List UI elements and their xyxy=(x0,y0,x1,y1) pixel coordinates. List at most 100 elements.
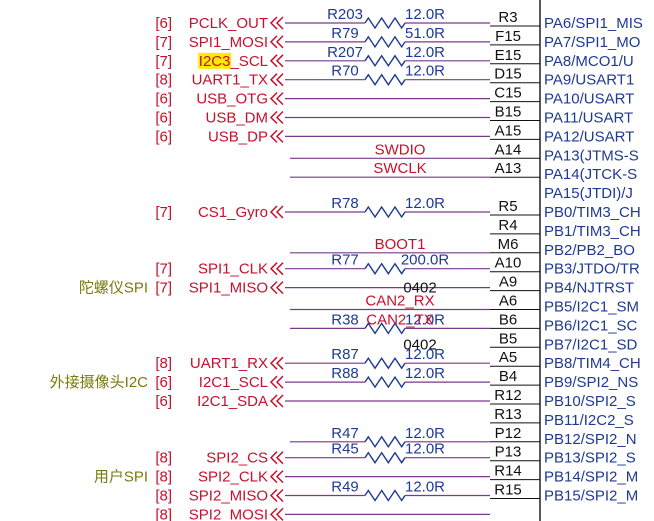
pin-number: R12 xyxy=(494,387,522,404)
pin-number: A15 xyxy=(495,122,522,139)
net-port-chevron-icon xyxy=(269,73,284,87)
resistor-designator: R77 xyxy=(331,252,359,269)
sheet-ref: [8] xyxy=(155,355,172,372)
port-name: PB14/SPI2_M xyxy=(544,469,638,486)
resistor-value: 200.0R xyxy=(401,252,450,269)
port-name: PA14(JTCK-S xyxy=(544,166,637,183)
port-name: PB5/I2C1_SM xyxy=(544,299,639,316)
net-port-chevron-icon xyxy=(269,356,284,370)
pin-number: A10 xyxy=(495,255,522,272)
sheet-ref: [6] xyxy=(155,128,172,145)
port-name: PB6/I2C1_SC xyxy=(544,317,638,334)
resistor-symbol xyxy=(364,35,406,49)
group-label: 陀螺仪SPI xyxy=(79,280,148,297)
pin-number: R3 xyxy=(498,9,517,26)
port-name: PA11/USART xyxy=(544,110,633,127)
resistor-symbol xyxy=(364,489,406,502)
port-name: PA12/USART xyxy=(544,128,634,145)
net-label: USB_DM xyxy=(205,110,268,127)
pin-number: B5 xyxy=(499,330,517,347)
sheet-ref: [7] xyxy=(155,34,172,51)
wire-net-label: SWDIO xyxy=(375,141,426,158)
wire-net-label: CAN2_RX xyxy=(365,293,434,310)
net-label: SPI1_MOSI xyxy=(189,34,268,51)
sheet-ref: [6] xyxy=(155,393,172,410)
net-port-chevron-icon xyxy=(269,35,284,49)
sheet-ref: [8] xyxy=(155,72,172,89)
pin-number: M6 xyxy=(498,236,519,253)
pin-number: A9 xyxy=(499,274,517,291)
pin-number: P13 xyxy=(495,444,522,461)
net-label: CS1_Gyro xyxy=(198,204,268,221)
resistor-designator: R49 xyxy=(331,479,359,496)
net-label: SPI1_CLK xyxy=(198,261,268,278)
wire-net-label: SWCLK xyxy=(373,160,426,177)
package-label: 0402 xyxy=(403,280,436,297)
port-name: PA8/MCO1/U xyxy=(544,53,634,70)
net-label: I2C1_SCL xyxy=(199,374,268,391)
pin-number: A5 xyxy=(499,349,517,366)
port-name: PA6/SPI1_MIS xyxy=(544,15,643,32)
net-label: I2C1_SDA xyxy=(197,393,268,410)
sheet-ref: [8] xyxy=(155,450,172,467)
resistor-value: 12.0R xyxy=(405,63,445,80)
resistor-symbol xyxy=(364,205,406,219)
port-name: PB11/I2C2_S xyxy=(544,412,634,429)
resistor-value: 12.0R xyxy=(405,6,445,23)
resistor-symbol xyxy=(364,73,406,86)
port-name: PB7/I2C1_SD xyxy=(544,336,638,353)
resistor-designator: R47 xyxy=(331,425,359,442)
port-name: PB13/SPI2_S xyxy=(544,450,636,467)
pin-number: E15 xyxy=(495,47,522,64)
sheet-ref: [7] xyxy=(155,53,172,70)
pin-number: B4 xyxy=(499,368,517,385)
net-label: SPI2_MOSI xyxy=(189,506,268,521)
wire-net-label: BOOT1 xyxy=(375,236,426,253)
resistor-designator: R45 xyxy=(331,441,359,458)
sheet-ref: [6] xyxy=(155,91,172,108)
sheet-ref: [8] xyxy=(155,469,172,486)
package-label: 0402 xyxy=(403,336,436,353)
sheet-ref: [6] xyxy=(155,15,172,32)
net-port-chevron-icon xyxy=(269,16,284,30)
sheet-ref: [7] xyxy=(155,204,172,221)
resistor-value: 12.0R xyxy=(405,365,445,382)
resistor-value: 51.0R xyxy=(405,25,445,42)
resistor-symbol xyxy=(364,322,406,335)
pin-number: B15 xyxy=(495,104,522,121)
net-label: SPI2_CLK xyxy=(198,469,268,486)
resistor-symbol xyxy=(364,356,406,370)
net-port-chevron-icon xyxy=(269,54,284,68)
pin-number: A14 xyxy=(495,141,522,158)
pin-number: F15 xyxy=(495,28,521,45)
resistor-designator: R70 xyxy=(331,63,359,80)
resistor-symbol xyxy=(364,54,406,68)
port-name: PA10/USART xyxy=(544,91,634,108)
resistor-value: 12.0R xyxy=(405,479,445,496)
resistor-designator: R203 xyxy=(327,6,363,23)
port-name: PB2/PB2_BO xyxy=(544,242,635,259)
resistor-value: 12.0R xyxy=(405,311,445,328)
resistor-symbol xyxy=(364,16,406,30)
net-label: SPI2_MISO xyxy=(189,488,268,505)
sheet-ref: [6] xyxy=(155,110,172,127)
wire-net-label: CAN2_TX xyxy=(366,311,434,328)
net-label: UART1_RX xyxy=(190,355,268,372)
resistor-value: 12.0R xyxy=(405,425,445,442)
net-port-chevron-icon xyxy=(269,205,284,219)
port-name: PA7/SPI1_MO xyxy=(544,34,640,51)
sheet-ref: [7] xyxy=(155,261,172,278)
group-label: 用户SPI xyxy=(94,469,148,486)
pin-number: B6 xyxy=(499,311,517,328)
port-name: PB9/SPI2_NS xyxy=(544,374,638,391)
resistor-designator: R78 xyxy=(331,195,359,212)
sheet-ref: [6] xyxy=(155,374,172,391)
net-label: USB_OTG xyxy=(196,91,268,108)
net-label: USB_DP xyxy=(208,128,268,145)
net-label: I2C3_SCL xyxy=(199,53,268,70)
pin-number: A6 xyxy=(499,293,517,310)
group-label: 外接摄像头I2C xyxy=(50,374,149,391)
pin-number: R4 xyxy=(498,217,517,234)
net-label: SPI2_CS xyxy=(206,450,268,467)
